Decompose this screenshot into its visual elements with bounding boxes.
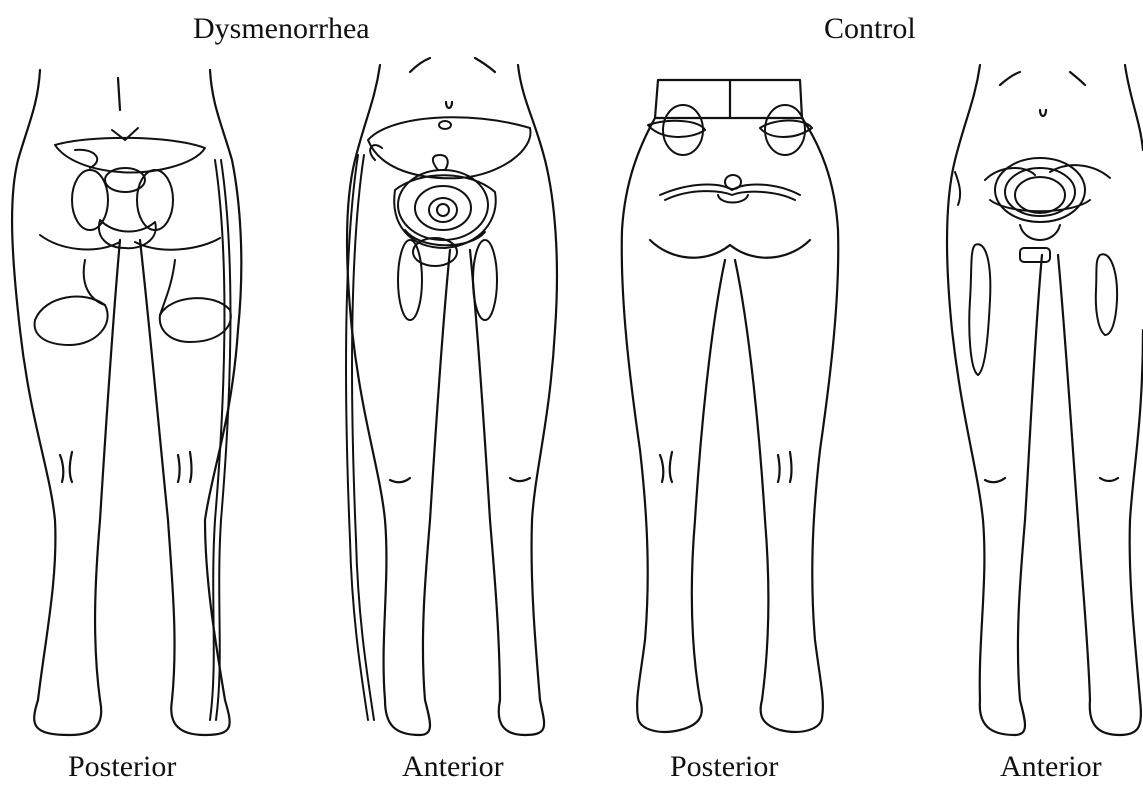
view-label-anterior-1: Anterior: [402, 752, 504, 782]
view-label-posterior-1: Posterior: [68, 752, 176, 782]
view-label-anterior-2: Anterior: [1000, 752, 1102, 782]
body-outline: [347, 65, 557, 735]
figure-control-posterior: [622, 80, 839, 732]
figure-control-anterior: [947, 65, 1143, 735]
view-label-posterior-2: Posterior: [670, 752, 778, 782]
figure-dysmenorrhea-anterior: [346, 58, 557, 735]
body-outline: [12, 70, 241, 735]
body-outline: [622, 118, 839, 732]
body-outline: [947, 65, 1143, 735]
figure-dysmenorrhea-posterior: [12, 70, 241, 735]
